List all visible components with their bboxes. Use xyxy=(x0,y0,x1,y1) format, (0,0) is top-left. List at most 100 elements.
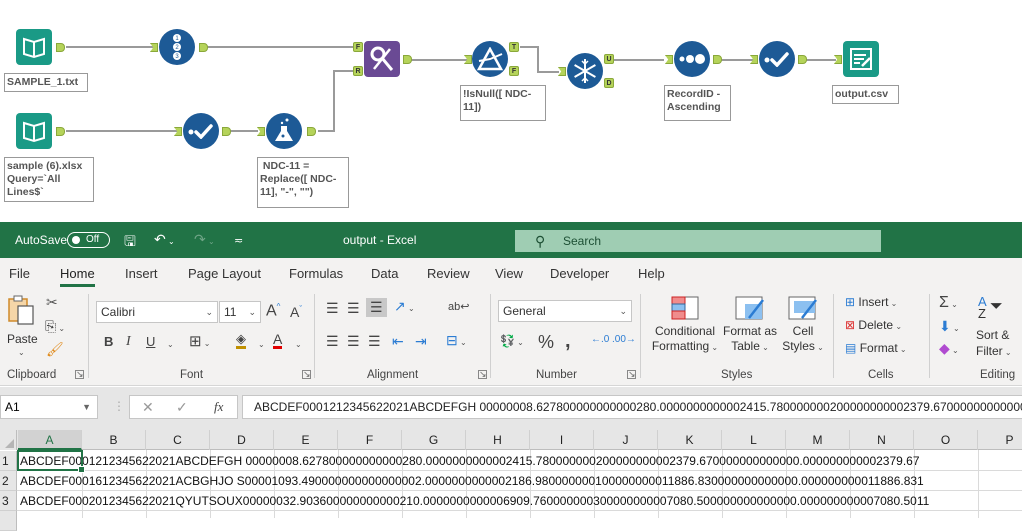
tab-page-layout[interactable]: Page Layout xyxy=(188,266,262,281)
column-header-n[interactable]: N xyxy=(850,430,914,450)
column-header-k[interactable]: K xyxy=(658,430,722,450)
select-tool[interactable] xyxy=(759,41,795,77)
align-left-icon[interactable]: ☰ xyxy=(326,333,339,349)
input-anchor[interactable] xyxy=(665,55,673,64)
insert-function-icon[interactable]: fx xyxy=(214,399,224,414)
tab-home[interactable]: Home xyxy=(60,266,95,287)
cut-icon[interactable]: ✂ xyxy=(46,294,58,310)
clear-icon[interactable]: ◆ ⌄ xyxy=(939,340,959,356)
italic-button[interactable]: I xyxy=(126,334,131,349)
column-header-c[interactable]: C xyxy=(146,430,210,450)
input-anchor[interactable] xyxy=(257,127,265,136)
font-name-dropdown[interactable]: Calibri ⌄ xyxy=(96,301,218,323)
column-header-a[interactable]: A xyxy=(18,430,82,450)
output-anchor[interactable] xyxy=(56,127,65,136)
align-right-icon[interactable]: ☰ xyxy=(368,333,381,349)
enter-icon[interactable]: ✓ xyxy=(176,399,188,415)
chevron-down-icon[interactable]: ⌄ xyxy=(295,340,302,349)
column-header-j[interactable]: J xyxy=(594,430,658,450)
column-header-d[interactable]: D xyxy=(210,430,274,450)
column-header-b[interactable]: B xyxy=(82,430,146,450)
output-anchor[interactable] xyxy=(199,43,208,52)
row-header-1[interactable]: 1 xyxy=(0,451,17,471)
input-anchor-f[interactable]: F xyxy=(353,42,363,52)
format-painter-icon[interactable]: 🖌 xyxy=(46,341,64,357)
column-header-i[interactable]: I xyxy=(530,430,594,450)
output-data-tool[interactable] xyxy=(843,41,879,77)
font-color-button[interactable]: A xyxy=(273,331,283,349)
select-all-button[interactable] xyxy=(0,430,17,450)
spreadsheet-grid[interactable]: A B C D E F G H I J K L M N O P 1 ABCDEF… xyxy=(0,430,1022,531)
decrease-indent-icon[interactable]: ⇤ xyxy=(392,333,404,349)
redo-icon[interactable]: ↷ ⌄ xyxy=(194,231,215,247)
format-cells-button[interactable]: ▤ Format ⌄ xyxy=(845,341,907,355)
fill-icon[interactable]: ⬇ ⌄ xyxy=(939,318,960,334)
fill-color-icon[interactable]: ◈ xyxy=(236,332,246,349)
tab-view[interactable]: View xyxy=(495,266,523,281)
column-header-m[interactable]: M xyxy=(786,430,850,450)
input-data-tool[interactable] xyxy=(16,113,52,149)
formula-input[interactable]: ABCDEF0001212345622021ABCDEFGH 00000008.… xyxy=(242,395,1022,419)
bottom-align-icon[interactable]: ☰ xyxy=(366,298,387,317)
row-header-2[interactable]: 2 xyxy=(0,471,17,491)
output-anchor[interactable] xyxy=(222,127,231,136)
column-header-g[interactable]: G xyxy=(402,430,466,450)
cell-styles-button[interactable]: Cell Styles ⌄ xyxy=(780,296,826,362)
font-size-dropdown[interactable]: 11 ⌄ xyxy=(219,301,261,323)
sort-tool[interactable] xyxy=(674,41,710,77)
wrap-text-icon[interactable]: ab↩ xyxy=(448,301,470,313)
output-anchor[interactable] xyxy=(713,55,722,64)
output-anchor[interactable] xyxy=(56,43,65,52)
middle-align-icon[interactable]: ☰ xyxy=(347,300,360,316)
input-anchor-r[interactable]: R xyxy=(353,66,363,76)
paste-button[interactable]: Paste ⌄ xyxy=(6,294,38,357)
chevron-down-icon[interactable]: ⌄ xyxy=(167,340,174,349)
top-align-icon[interactable]: ☰ xyxy=(326,300,339,316)
tab-developer[interactable]: Developer xyxy=(550,266,610,281)
dialog-launcher-icon[interactable]: ↘ xyxy=(478,369,487,379)
autosave-toggle[interactable]: Off xyxy=(67,232,110,248)
accounting-format-icon[interactable]: 💱 ⌄ xyxy=(500,334,524,348)
select-tool[interactable] xyxy=(183,113,219,149)
output-anchor-unique[interactable]: U xyxy=(604,54,614,64)
tab-help[interactable]: Help xyxy=(638,266,665,281)
output-anchor-true[interactable]: T xyxy=(509,42,519,52)
center-icon[interactable]: ☰ xyxy=(347,333,360,349)
format-as-table-button[interactable]: Format as Table ⌄ xyxy=(722,296,778,362)
row-header-3[interactable]: 3 xyxy=(0,491,17,511)
output-anchor-duplicate[interactable]: D xyxy=(604,78,614,88)
column-header-e[interactable]: E xyxy=(274,430,338,450)
decrease-font-size-icon[interactable]: Aˇ xyxy=(290,304,303,320)
undo-icon[interactable]: ↶ ⌄ xyxy=(154,231,175,247)
cancel-icon[interactable]: ✕ xyxy=(142,399,154,415)
comma-style-button[interactable]: , xyxy=(565,330,571,352)
row-header-4[interactable] xyxy=(0,511,17,531)
underline-button[interactable]: U xyxy=(146,334,156,349)
find-replace-tool[interactable] xyxy=(364,41,400,77)
customize-quick-access-icon[interactable]: ≂ xyxy=(234,235,244,247)
tab-review[interactable]: Review xyxy=(427,266,470,281)
tab-data[interactable]: Data xyxy=(371,266,399,281)
output-anchor[interactable] xyxy=(798,55,807,64)
save-icon[interactable]: 🖫 xyxy=(124,233,136,249)
output-anchor[interactable] xyxy=(403,55,412,64)
autosum-icon[interactable]: Σ ⌄ xyxy=(939,294,958,311)
dialog-launcher-icon[interactable]: ↘ xyxy=(302,369,311,379)
increase-decimal-icon[interactable]: ←.0 xyxy=(591,334,610,345)
increase-indent-icon[interactable]: ⇥ xyxy=(415,333,427,349)
name-box[interactable]: A1 ▼ xyxy=(0,395,98,419)
percent-style-button[interactable]: % xyxy=(538,332,555,352)
search-box[interactable]: ⚲ Search xyxy=(515,230,881,252)
decrease-decimal-icon[interactable]: .00→ xyxy=(612,334,636,345)
cell-a2[interactable]: ABCDEF0001612345622021ACBGHJO S00001093.… xyxy=(20,474,924,488)
output-anchor-false[interactable]: F xyxy=(509,66,519,76)
cell-a1[interactable]: ABCDEF0001212345622021ABCDEFGH 00000008.… xyxy=(20,454,920,468)
column-header-h[interactable]: H xyxy=(466,430,530,450)
tab-file[interactable]: File xyxy=(9,266,30,281)
column-header-l[interactable]: L xyxy=(722,430,786,450)
dialog-launcher-icon[interactable]: ↘ xyxy=(627,369,636,379)
formula-tool[interactable] xyxy=(266,113,302,149)
